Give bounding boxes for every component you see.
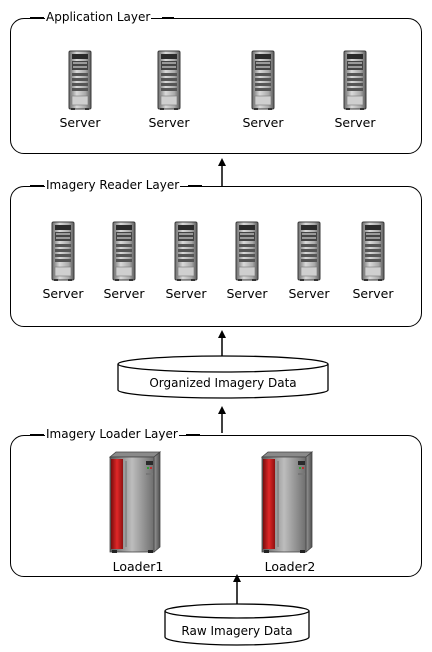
reader-server: Server bbox=[94, 221, 154, 301]
reader-server: Server bbox=[156, 221, 216, 301]
application-layer-title: Application Layer bbox=[45, 10, 152, 24]
imagery-reader-layer-title-tail bbox=[188, 185, 202, 186]
server-label: Server bbox=[226, 286, 268, 301]
loader-server: Loader2 bbox=[250, 451, 330, 574]
server-label: Server bbox=[42, 286, 84, 301]
server-icon bbox=[68, 50, 92, 110]
server-label: Server bbox=[103, 286, 145, 301]
loader-label: Loader1 bbox=[112, 559, 164, 574]
imagery-loader-layer-title-tail bbox=[186, 434, 200, 435]
server-icon bbox=[112, 221, 136, 281]
raw-imagery-data-label: Raw Imagery Data bbox=[181, 624, 293, 638]
server-icon bbox=[361, 221, 385, 281]
server-icon bbox=[157, 50, 181, 110]
server-icon bbox=[235, 221, 259, 281]
application-server: Server bbox=[50, 50, 110, 130]
application-server: Server bbox=[325, 50, 385, 130]
reader-server: Server bbox=[217, 221, 277, 301]
database-icon bbox=[164, 603, 310, 646]
server-label: Server bbox=[148, 115, 190, 130]
organized-imagery-data-label: Organized Imagery Data bbox=[149, 376, 297, 390]
loader-label: Loader2 bbox=[264, 559, 316, 574]
server-label: Server bbox=[334, 115, 376, 130]
server-label: Server bbox=[242, 115, 284, 130]
imagery-loader-layer-title: Imagery Loader Layer bbox=[45, 427, 179, 441]
server-label: Server bbox=[59, 115, 101, 130]
server-icon bbox=[174, 221, 198, 281]
loader-server: Loader1 bbox=[98, 451, 178, 574]
application-layer-title-line bbox=[30, 17, 44, 18]
application-server: Server bbox=[139, 50, 199, 130]
imagery-reader-layer-title: Imagery Reader Layer bbox=[45, 178, 181, 192]
organized-imagery-data-store: Organized Imagery Data bbox=[117, 355, 329, 400]
imagery-reader-layer bbox=[10, 186, 422, 327]
application-server: Server bbox=[233, 50, 293, 130]
imagery-reader-layer-title-line bbox=[30, 185, 44, 186]
database-icon bbox=[117, 355, 329, 399]
imagery-loader-layer-title-line bbox=[30, 434, 44, 435]
raw-imagery-data-store: Raw Imagery Data bbox=[164, 603, 310, 647]
server-label: Server bbox=[165, 286, 207, 301]
server-label: Server bbox=[288, 286, 330, 301]
reader-server: Server bbox=[33, 221, 93, 301]
reader-server: Server bbox=[343, 221, 403, 301]
reader-server: Server bbox=[279, 221, 339, 301]
application-layer-title-tail bbox=[162, 17, 174, 18]
server-icon bbox=[297, 221, 321, 281]
server-icon bbox=[51, 221, 75, 281]
application-layer bbox=[10, 18, 422, 154]
server-icon bbox=[251, 50, 275, 110]
server-icon bbox=[343, 50, 367, 110]
server-label: Server bbox=[352, 286, 394, 301]
imagery-loader-layer bbox=[10, 435, 422, 577]
loader-icon bbox=[108, 451, 162, 553]
loader-icon bbox=[260, 451, 314, 553]
